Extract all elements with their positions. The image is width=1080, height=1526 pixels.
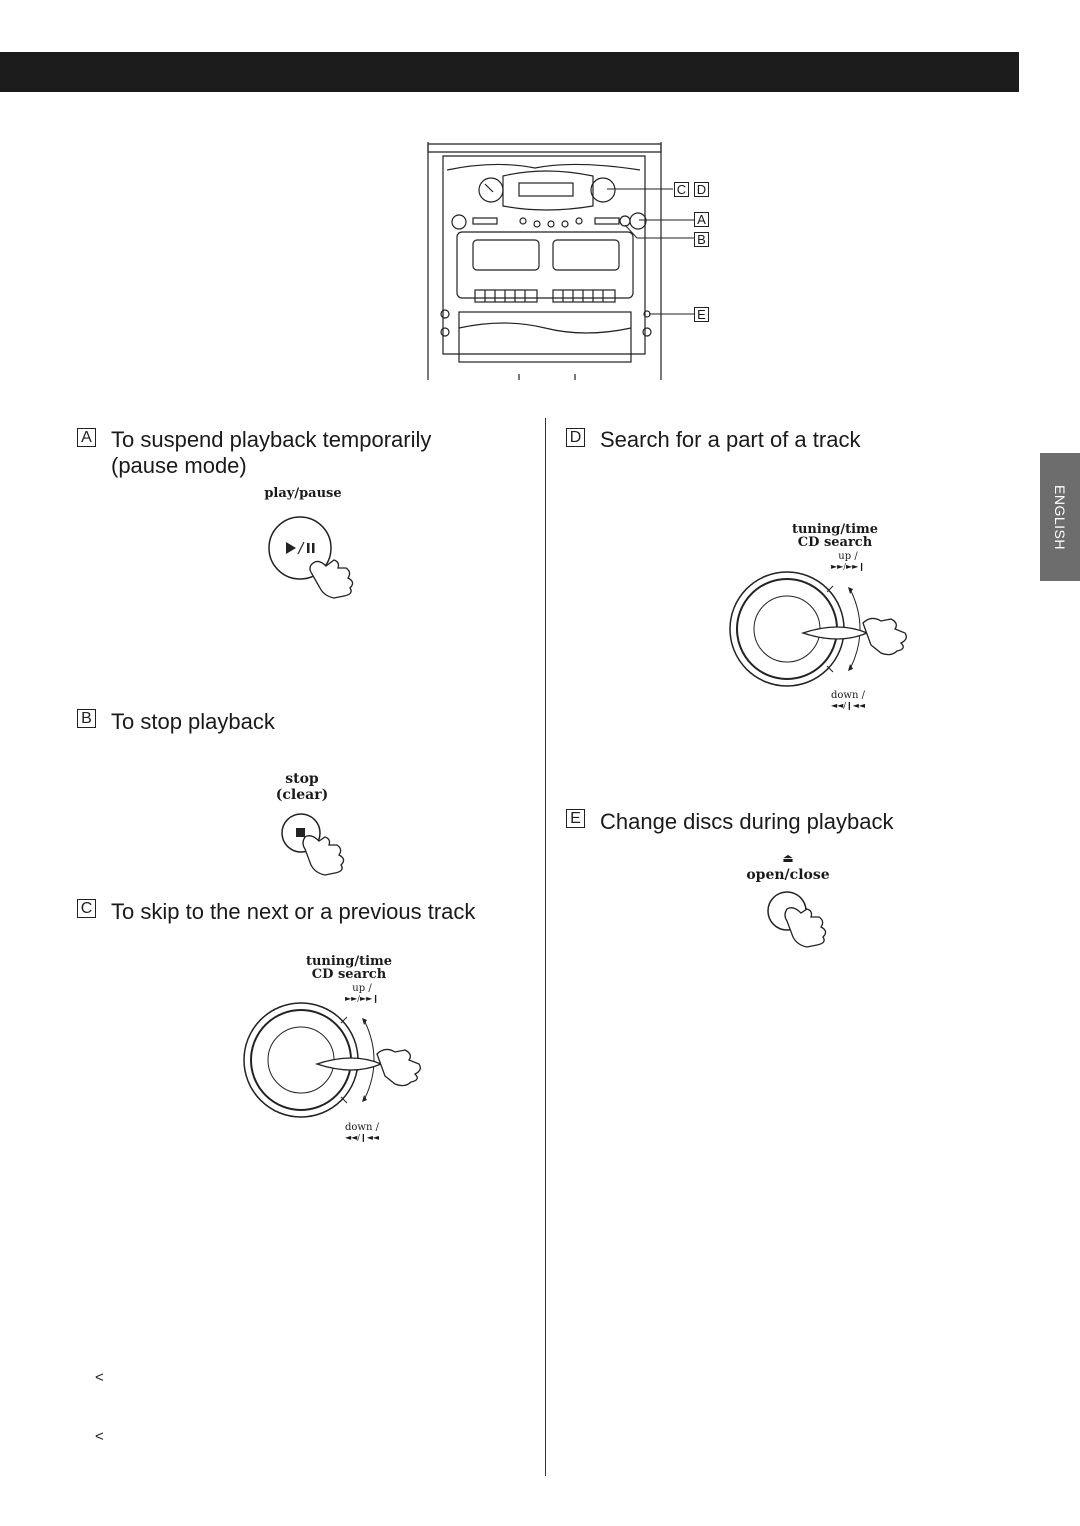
callout-e: E — [694, 307, 709, 322]
language-tab: ENGLISH — [1040, 453, 1080, 581]
section-c-down-label: down / — [345, 1122, 379, 1133]
section-b-badge: B — [77, 709, 96, 728]
section-d-knob-label-1: tuning/time — [791, 522, 879, 537]
section-d-up-label: up / — [838, 551, 858, 562]
section-c-up-label: up / — [352, 983, 372, 994]
section-a-heading-line2: (pause mode) — [111, 453, 247, 478]
section-a-badge: A — [77, 428, 96, 447]
section-e-heading: Change discs during playback — [600, 809, 894, 834]
section-d-up-symbol: ►►/►►❙ — [830, 562, 865, 571]
section-e-badge: E — [566, 809, 585, 828]
section-c-up-symbol: ►►/►►❙ — [344, 994, 379, 1003]
language-tab-label: ENGLISH — [1052, 484, 1068, 550]
section-c-down-symbol: ◄◄/❙◄◄ — [344, 1133, 379, 1142]
column-divider — [545, 418, 546, 1476]
section-a-heading-line1: To suspend playback temporarily — [111, 427, 432, 452]
clear-label: (clear) — [275, 787, 329, 803]
callout-a: A — [694, 212, 709, 227]
section-d-heading: Search for a part of a track — [600, 427, 861, 452]
callout-d: D — [694, 182, 709, 197]
section-d-jog-dial[interactable] — [729, 571, 919, 691]
stop-label: stop — [285, 771, 319, 787]
note-mark-2: < — [95, 1428, 104, 1445]
stop-button[interactable] — [281, 813, 361, 878]
section-b-heading: To stop playback — [111, 709, 275, 734]
callout-b: B — [694, 232, 709, 247]
callout-c: C — [674, 182, 689, 197]
section-c-heading: To skip to the next or a previous track — [111, 899, 476, 924]
stereo-unit-illustration — [427, 142, 697, 380]
section-c-badge: C — [77, 899, 96, 918]
open-close-button[interactable] — [767, 891, 847, 951]
section-d-knob-label-2: CD search — [797, 535, 873, 550]
section-c-knob-label-1: tuning/time — [305, 954, 393, 969]
section-c-knob-label-2: CD search — [311, 967, 387, 982]
section-d-down-label: down / — [831, 690, 865, 701]
section-a-heading: To suspend playback temporarily (pause m… — [111, 427, 431, 479]
section-d-badge: D — [566, 428, 585, 447]
section-d-down-symbol: ◄◄/❙◄◄ — [830, 701, 865, 710]
play-pause-button[interactable] — [268, 516, 368, 606]
note-mark-1: < — [95, 1369, 104, 1386]
open-close-label: open/close — [746, 867, 830, 883]
eject-icon: ⏏ — [782, 851, 794, 865]
header-bar — [0, 52, 1019, 92]
play-pause-label: play/pause — [264, 486, 342, 501]
section-c-jog-dial[interactable] — [243, 1002, 433, 1122]
